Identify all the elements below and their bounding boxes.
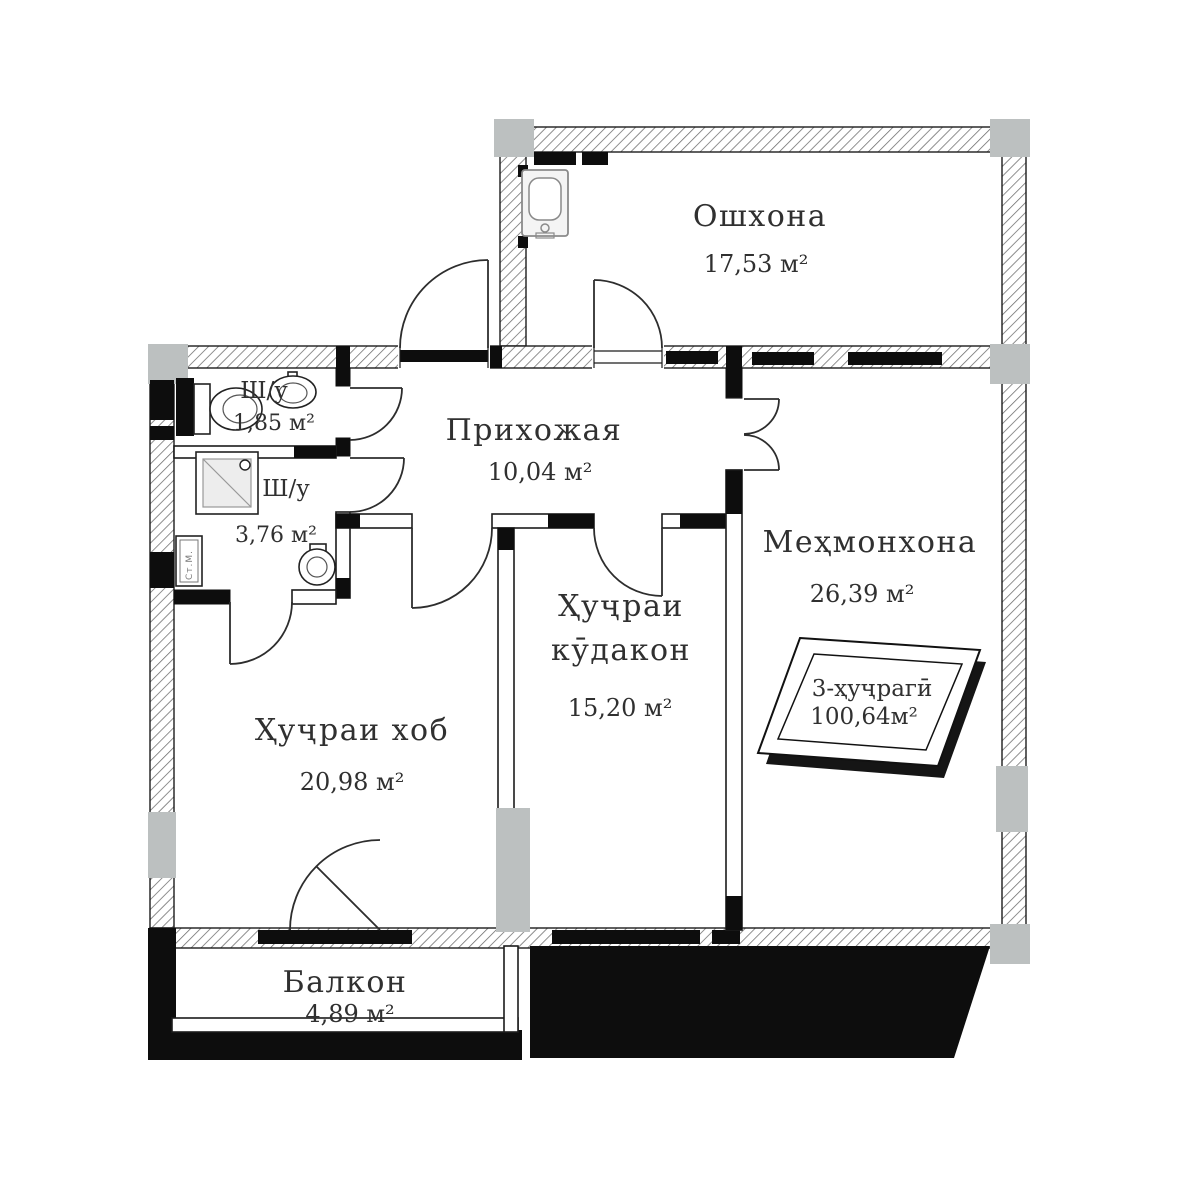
area-stamp: 3-ҳуҷрагӣ 100,64м² bbox=[756, 636, 986, 778]
black-strip-under-balcony bbox=[148, 1030, 522, 1060]
kids-room-door-arc bbox=[593, 527, 663, 597]
bedroom-area-label: 20,98 м² bbox=[300, 768, 405, 796]
opening-caps bbox=[399, 346, 742, 471]
wc-washbasin-fixture bbox=[269, 371, 317, 409]
pedestal-sink-fixture bbox=[298, 543, 336, 586]
living-name-label: Меҳмонхона bbox=[763, 525, 978, 560]
black-wall-tiles bbox=[150, 152, 942, 944]
column-right-mid bbox=[990, 344, 1030, 384]
living-area-label: 26,39 м² bbox=[810, 580, 915, 608]
column-kitchen-topleft bbox=[494, 119, 534, 157]
stamp-inner bbox=[776, 653, 964, 751]
black-mass-bottom-right bbox=[530, 946, 990, 1058]
wc-area-label: 1,85 м² bbox=[233, 411, 315, 436]
stamp-line2: 100,64м² bbox=[810, 704, 918, 730]
solid-black-areas bbox=[148, 928, 990, 1060]
hallway-area-label: 10,04 м² bbox=[488, 458, 593, 486]
stamp-outer bbox=[756, 636, 982, 768]
bedroom-door-arc bbox=[411, 527, 493, 609]
hallway-name-label: Прихожая bbox=[446, 413, 623, 448]
kitchen-door-b-arc bbox=[593, 279, 663, 349]
toilet-fixture bbox=[193, 383, 263, 435]
wc-name-label: Ш/у bbox=[240, 378, 288, 404]
doors bbox=[229, 259, 780, 931]
kitchen-name-label: Ошхона bbox=[693, 199, 827, 234]
room-labels: Ошхона 17,53 м² Прихожая 10,04 м² Меҳмон… bbox=[185, 199, 978, 1028]
wc-door-arc bbox=[349, 387, 403, 441]
pier-left bbox=[148, 812, 176, 878]
balcony-right-wall bbox=[503, 945, 519, 1033]
kitchen-door-threshold bbox=[400, 350, 488, 362]
stamp-line1: 3-ҳуҷрагӣ bbox=[812, 676, 933, 702]
living-double-door-arcs bbox=[743, 398, 780, 471]
opening-living-double-door bbox=[724, 394, 744, 474]
kitchen-area-label: 17,53 м² bbox=[704, 250, 809, 278]
washing-machine-fixture bbox=[175, 535, 203, 587]
balcony-area-label: 4,89 м² bbox=[305, 1000, 394, 1028]
kitchen-sink-fixture bbox=[521, 169, 569, 239]
wall-kids-living bbox=[725, 469, 743, 931]
kids-name-line2-label: кӯдакон bbox=[551, 633, 691, 668]
wall-main-right bbox=[1001, 367, 1027, 929]
balcony-walls bbox=[171, 945, 519, 1033]
kids-area-label: 15,20 м² bbox=[568, 694, 673, 722]
opening-kitchen-door-b bbox=[592, 344, 664, 370]
wall-kitchen-right bbox=[1001, 151, 1027, 347]
bedroom-window-sill bbox=[258, 930, 412, 944]
pier-right bbox=[996, 766, 1028, 832]
bathroom-name-label: Ш/у bbox=[262, 476, 310, 502]
bathroom-area-label: 3,76 м² bbox=[235, 523, 317, 548]
pier-bedroom-kids-over bbox=[496, 808, 530, 932]
kids-name-line1-label: Ҳуҷраи bbox=[558, 589, 684, 624]
kitchen-door-a-arc bbox=[399, 259, 489, 349]
column-kitchen-topright bbox=[990, 119, 1030, 157]
balcony-door-arc bbox=[289, 839, 381, 931]
column-left-top bbox=[148, 344, 188, 384]
kids-window-sill bbox=[552, 930, 700, 944]
column-bottom-right bbox=[990, 924, 1030, 964]
bathroom-door-arc bbox=[349, 457, 405, 513]
wall-kitchen-top bbox=[497, 126, 1029, 153]
washing-machine-label: Ст.М. bbox=[185, 550, 195, 580]
fixtures bbox=[175, 169, 569, 587]
bath-to-bedroom-door-arc bbox=[229, 601, 293, 665]
balcony-name-label: Балкон bbox=[283, 965, 408, 1000]
bedroom-name-label: Ҳуҷраи хоб bbox=[255, 713, 449, 748]
shower-tray-fixture bbox=[195, 451, 259, 515]
